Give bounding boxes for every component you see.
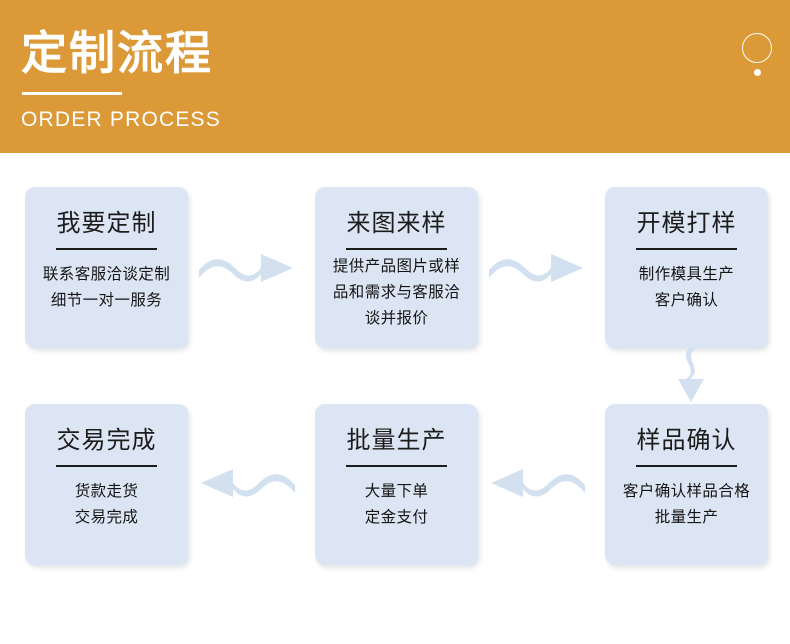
flow-step-body-line: 定金支付 [364, 509, 429, 526]
circle-outline-icon [742, 33, 772, 63]
flow-step-body-line: 交易完成 [74, 509, 139, 526]
arrow-right-icon [197, 248, 297, 288]
flow-step-body-line: 货款走货 [74, 483, 139, 500]
flow-step-card-2: 来图来样 提供产品图片或样 品和需求与客服洽 谈并报价 [315, 187, 478, 348]
flow-step-title: 来图来样 [346, 210, 447, 237]
flow-step-body-line: 客户确认样品合格 [622, 483, 751, 500]
flow-step-body: 货款走货 交易完成 [27, 479, 186, 531]
flow-step-card-4: 样品确认 客户确认样品合格 批量生产 [605, 404, 768, 565]
flow-step-card-1: 我要定制 联系客服洽谈定制 细节一对一服务 [25, 187, 188, 348]
flow-step-title: 开模打样 [636, 210, 737, 237]
flow-step-divider [56, 465, 157, 467]
title-divider [22, 92, 122, 95]
flow-step-body: 联系客服洽谈定制 细节一对一服务 [27, 262, 186, 314]
flow-step-body: 客户确认样品合格 批量生产 [607, 479, 766, 531]
flow-step-divider [346, 248, 447, 250]
flow-step-body-line: 批量生产 [654, 509, 719, 526]
flow-step-title: 样品确认 [636, 427, 737, 454]
page-subtitle: ORDER PROCESS [21, 108, 221, 131]
flow-step-body-line: 客户确认 [654, 292, 719, 309]
arrow-down-icon [663, 348, 719, 404]
flow-step-card-6: 交易完成 货款走货 交易完成 [25, 404, 188, 565]
dot-filled-icon [754, 69, 761, 76]
flow-step-divider [636, 465, 737, 467]
arrow-right-icon [487, 248, 587, 288]
page-title: 定制流程 [21, 27, 213, 79]
arrow-left-icon [197, 463, 297, 503]
page-header-banner: 定制流程 ORDER PROCESS [0, 0, 790, 153]
flow-step-body-line: 细节一对一服务 [50, 292, 163, 309]
flow-step-title: 交易完成 [56, 427, 157, 454]
flow-step-divider [56, 248, 157, 250]
flow-step-body-line: 制作模具生产 [638, 266, 735, 283]
flow-step-body: 制作模具生产 客户确认 [607, 262, 766, 314]
flow-step-body-line: 提供产品图片或样 [332, 258, 461, 275]
flow-step-card-3: 开模打样 制作模具生产 客户确认 [605, 187, 768, 348]
flow-step-title: 我要定制 [56, 210, 157, 237]
flow-step-divider [636, 248, 737, 250]
flow-step-card-5: 批量生产 大量下单 定金支付 [315, 404, 478, 565]
flow-step-body-line: 品和需求与客服洽 [332, 284, 461, 301]
flow-step-title: 批量生产 [346, 427, 447, 454]
flow-step-divider [346, 465, 447, 467]
flow-step-body: 提供产品图片或样 品和需求与客服洽 谈并报价 [317, 254, 476, 332]
arrow-left-icon [487, 463, 587, 503]
flow-step-body-line: 谈并报价 [364, 310, 429, 327]
flow-step-body-line: 联系客服洽谈定制 [42, 266, 171, 283]
flow-step-body: 大量下单 定金支付 [317, 479, 476, 531]
flow-step-body-line: 大量下单 [364, 483, 429, 500]
